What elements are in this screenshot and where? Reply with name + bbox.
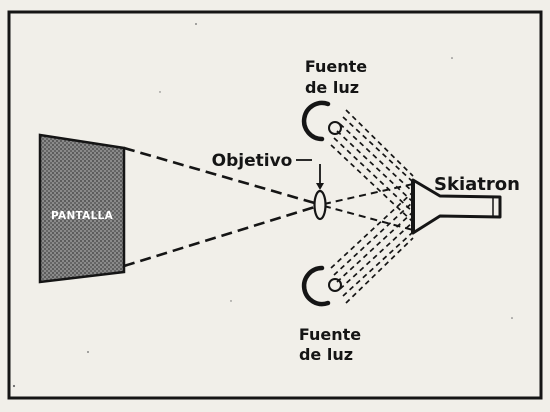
- lens-pointer-arrow: [316, 183, 324, 190]
- objective-label: Objetivo: [212, 151, 293, 171]
- print-specks: [12, 23, 513, 388]
- light-source-top: [301, 100, 342, 142]
- skiatron-tube: [411, 178, 502, 235]
- light-beam-bottom: [330, 191, 414, 304]
- reflector-bottom: [301, 265, 331, 307]
- diagram-frame: [7, 10, 543, 400]
- light-top-label-line2: de luz: [305, 78, 359, 97]
- light-top-label-line1: Fuente: [305, 57, 367, 76]
- tube-label: Skiatron: [434, 174, 520, 195]
- light-beam-top: [330, 109, 414, 223]
- reflector-top: [301, 100, 331, 142]
- screen-label: PANTALLA: [51, 210, 114, 222]
- light-bottom-label-line2: de luz: [299, 345, 353, 364]
- light-bottom-label-line1: Fuente: [299, 325, 361, 344]
- projection-screen: PANTALLA: [38, 133, 126, 284]
- objective-lens: [296, 159, 327, 221]
